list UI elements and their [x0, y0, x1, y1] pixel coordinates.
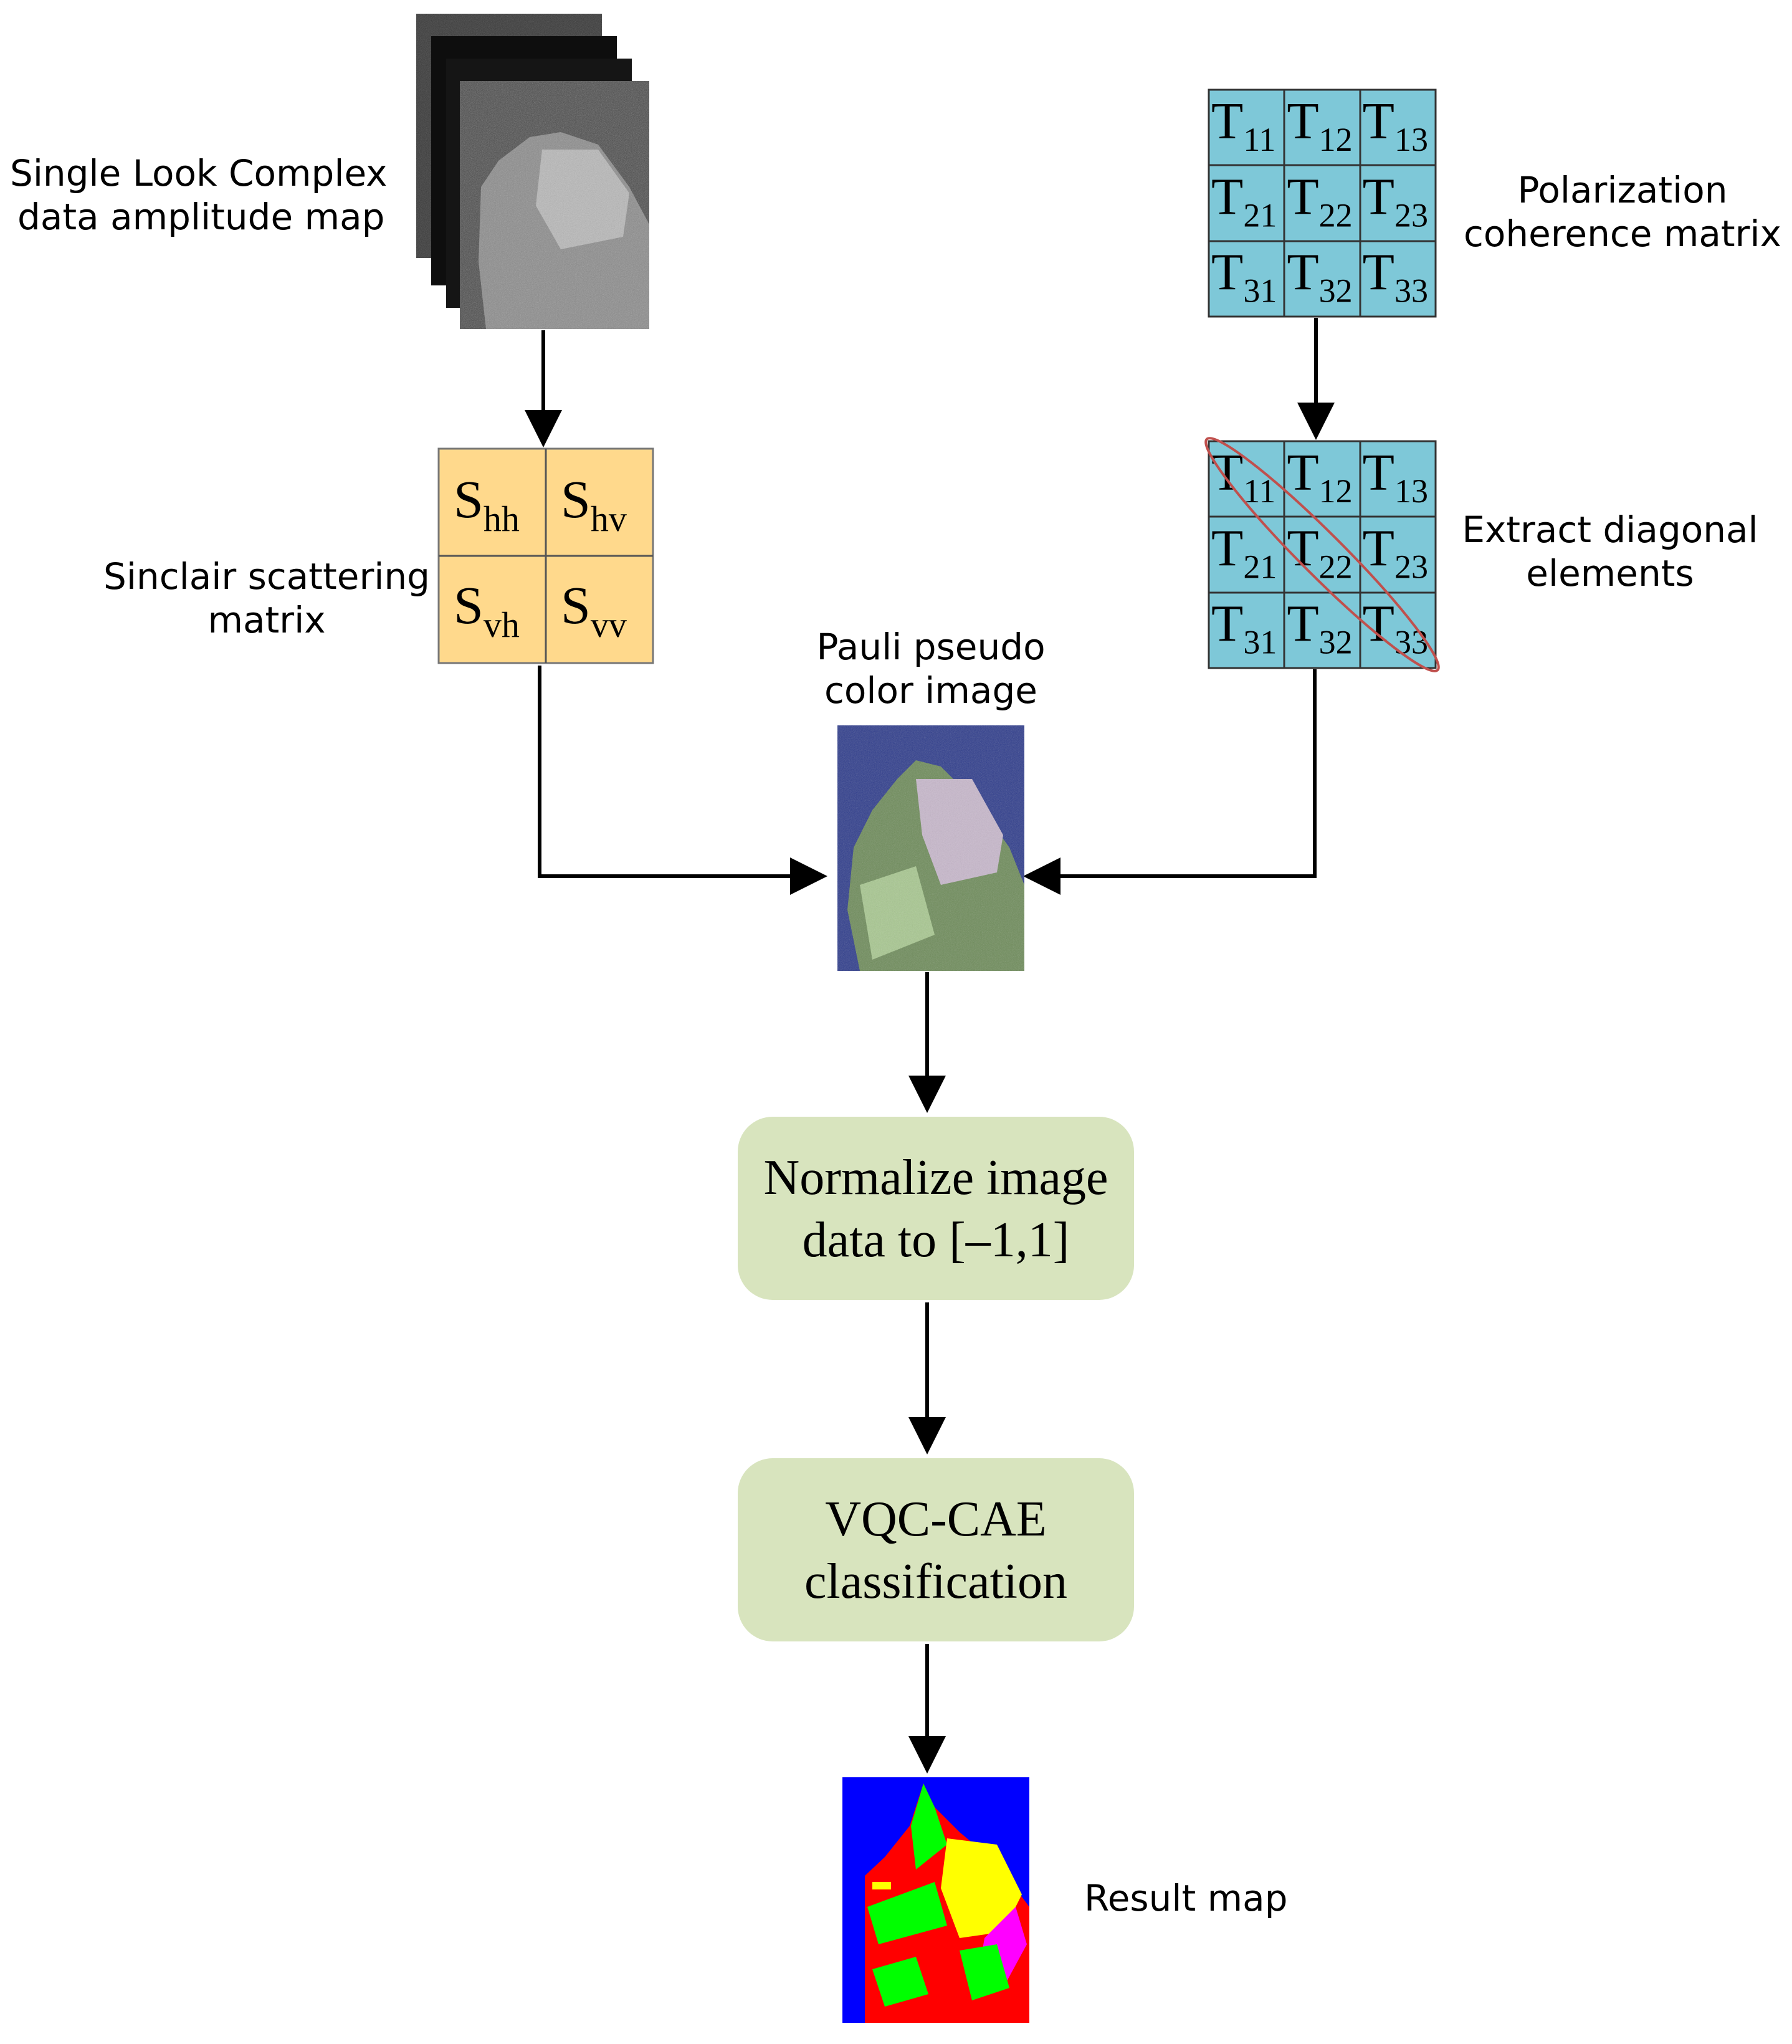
extract-cell-t31: T31 [1211, 595, 1277, 661]
slc-speckle [460, 81, 649, 329]
sinclair-label-line2: matrix [207, 599, 325, 641]
extract-matrix-box [1208, 440, 1437, 669]
coherence-cell-t23: T23 [1363, 168, 1428, 234]
coherence-label-line1: Polarization [1517, 169, 1727, 211]
extract-cell-t33: T33 [1363, 595, 1428, 661]
coherence-cell-t12: T12 [1287, 92, 1352, 158]
sinclair-label-line1: Sinclair scattering [103, 555, 430, 598]
result-map-image [842, 1777, 1029, 2023]
sinclair-cell-vh: Svh [454, 575, 520, 645]
coherence-cell-t32: T32 [1287, 244, 1352, 310]
normalize-text-line2: data to [–1,1] [803, 1213, 1070, 1268]
pauli-label-line2: color image [824, 669, 1037, 712]
arrow-sinclair-to-pauli [538, 666, 827, 895]
slc-label-line2: data amplitude map [17, 196, 384, 238]
sinclair-cell-vv: Svv [561, 575, 627, 645]
result-yellow-region [941, 1838, 1022, 1938]
extract-label-line2: elements [1526, 552, 1694, 595]
pauli-label-line1: Pauli pseudo [816, 626, 1045, 668]
result-yellow-fleck [872, 1882, 891, 1889]
coherence-matrix-box [1208, 88, 1437, 318]
result-green-east [960, 1944, 1009, 2000]
extract-cell-t12: T12 [1287, 444, 1352, 510]
classification-box [738, 1458, 1134, 1641]
result-green-south [872, 1957, 928, 2007]
extract-cell-t23: T23 [1363, 519, 1428, 585]
coherence-cell-t13: T13 [1363, 92, 1428, 158]
coherence-label-line2: coherence matrix [1464, 213, 1781, 255]
coherence-cell-t21: T21 [1211, 168, 1277, 234]
pauli-image [837, 725, 1024, 971]
extract-cell-t13: T13 [1363, 444, 1428, 510]
extract-label-line1: Extract diagonal [1462, 509, 1758, 551]
sinclair-cell-hh: Shh [454, 469, 520, 539]
arrow-extract-to-pauli [1023, 669, 1317, 895]
result-green-park [867, 1882, 947, 1944]
coherence-cell-t31: T31 [1211, 244, 1277, 310]
coherence-cell-t22: T22 [1287, 168, 1352, 234]
result-label: Result map [1084, 1877, 1288, 1919]
slc-label-line1: Single Look Complex [10, 152, 387, 194]
extract-cell-t21: T21 [1211, 519, 1277, 585]
sinclair-matrix: Shh Shv Svh Svv [437, 447, 654, 664]
extract-cell-t32: T32 [1287, 595, 1352, 661]
normalize-step: Normalize image data to [–1,1] [738, 1117, 1134, 1300]
normalize-text-line1: Normalize image [763, 1150, 1108, 1205]
normalize-box [738, 1117, 1134, 1300]
pauli-speckle [837, 725, 1024, 971]
classification-text-line1: VQC-CAE [825, 1492, 1047, 1547]
result-green-north [911, 1784, 947, 1870]
coherence-cell-t33: T33 [1363, 244, 1428, 310]
classification-text-line2: classification [804, 1554, 1067, 1609]
extract-cell-t22: T22 [1287, 519, 1352, 585]
slc-amplitude-stack [416, 14, 649, 329]
coherence-cell-t11: T11 [1211, 92, 1275, 158]
slc-amplitude-image [460, 81, 649, 329]
sinclair-cell-hv: Shv [561, 469, 627, 539]
classification-step: VQC-CAE classification [738, 1458, 1134, 1641]
diagonal-ellipse [1204, 437, 1440, 672]
